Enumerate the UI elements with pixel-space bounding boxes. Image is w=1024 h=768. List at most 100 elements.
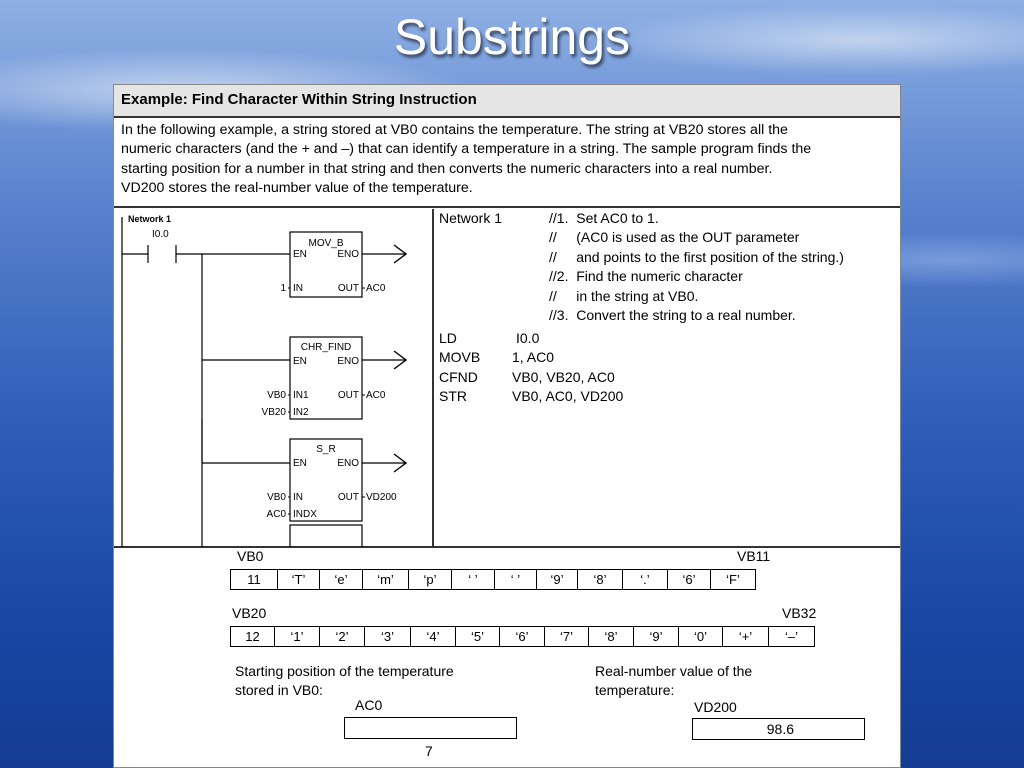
- string-cell: ‘–’: [784, 629, 798, 644]
- string-cell: ‘9’: [537, 570, 578, 589]
- string-cell: ‘T’: [278, 570, 320, 589]
- string-cell: ‘ ’: [452, 570, 495, 589]
- en-label: EN: [293, 458, 307, 469]
- stl-comment: // in the string at VB0.: [549, 287, 699, 304]
- in-label: IN: [293, 283, 303, 294]
- stl-opcode: LD: [439, 330, 457, 346]
- example-heading: Example: Find Character Within String In…: [114, 85, 900, 118]
- string-cell: ‘+’: [723, 627, 769, 646]
- string-cell: ‘p’: [409, 570, 452, 589]
- stl-comment: // and points to the first position of t…: [549, 248, 844, 265]
- stl-comment: //3. Convert the string to a real number…: [549, 307, 796, 323]
- out-label: OUT: [338, 283, 359, 294]
- box-name: MOV_B: [308, 238, 343, 249]
- result-right-caption: Real-number value of the: [595, 663, 753, 679]
- vd200-register-label: VD200: [694, 699, 737, 715]
- column-divider: [432, 209, 434, 548]
- result-left-caption: Starting position of the temperature: [235, 663, 454, 679]
- string-cell: ‘m’: [363, 570, 409, 589]
- contact-address: I0.0: [152, 229, 169, 240]
- stl-args: 1, AC0: [512, 349, 555, 366]
- vb0-label: VB0: [237, 548, 264, 564]
- string-vb0-cells: 11‘T’‘e’‘m’‘p’‘ ’‘ ’‘9’‘8’‘.’‘6’‘F’: [230, 569, 756, 590]
- out-value: AC0: [366, 283, 386, 294]
- in2-label: IN2: [293, 407, 309, 418]
- result-right-caption: temperature:: [595, 682, 675, 698]
- intro-line: In the following example, a string store…: [121, 122, 788, 138]
- divider: [114, 206, 900, 208]
- vb32-label: VB32: [782, 605, 817, 621]
- out-label: OUT: [338, 390, 359, 401]
- in-value: 1: [280, 283, 286, 294]
- ac0-register-label: AC0: [355, 697, 383, 713]
- intro-line: VD200 stores the real-number value of th…: [121, 179, 473, 196]
- eno-label: ENO: [337, 356, 359, 367]
- vb11-label: VB11: [737, 548, 771, 564]
- string-cell: ‘8’: [578, 570, 623, 589]
- in-label: IN: [293, 492, 303, 503]
- eno-label: ENO: [337, 249, 359, 260]
- string-cell: 12: [231, 627, 275, 646]
- stl-opcode: MOVB: [439, 349, 481, 366]
- stl-opcode: STR: [439, 388, 467, 405]
- string-vb20-cells: 12‘1’‘2’‘3’‘4’‘5’‘6’‘7’‘8’‘9’‘0’‘+’‘–’: [230, 626, 815, 647]
- en-label: EN: [293, 356, 307, 367]
- out-label: OUT: [338, 492, 359, 503]
- string-cell: ‘e’: [320, 570, 363, 589]
- string-cell: ‘ ’: [495, 570, 537, 589]
- out-value: VD200: [366, 492, 397, 503]
- intro-line: numeric characters (and the + and –) tha…: [121, 141, 812, 158]
- intro-paragraph: In the following example, a string store…: [121, 121, 893, 198]
- stl-network-label: Network 1: [439, 210, 503, 226]
- mov-b-box: MOV_B EN ENO IN OUT 1 AC0: [280, 231, 408, 298]
- indx-label: INDX: [293, 509, 317, 520]
- s-r-box: [289, 524, 363, 547]
- string-cell: ‘6’: [668, 570, 711, 589]
- stl-opcode: CFND: [439, 368, 478, 385]
- vb20-label: VB20: [232, 605, 267, 621]
- in-value: VB0: [267, 492, 286, 503]
- string-cell: ‘4’: [411, 627, 456, 646]
- indx-value: AC0: [267, 509, 287, 520]
- stl-args: I0.0: [516, 330, 540, 346]
- stl-comment: //1. Set AC0 to 1.: [549, 210, 659, 226]
- divider: [114, 546, 900, 548]
- box-name: CHR_FIND: [301, 342, 352, 353]
- slide-title: Substrings: [393, 9, 631, 65]
- ac0-result-value: 7: [425, 743, 433, 759]
- intro-line: starting position for a number in that s…: [121, 160, 773, 177]
- en-label: EN: [293, 249, 307, 260]
- string-cell: ‘2’: [320, 627, 365, 646]
- eno-label: ENO: [337, 458, 359, 469]
- box-name: S_R: [316, 444, 335, 455]
- chr-find-box: CHR_FIND EN ENO IN1 OUT IN2 VB0 VB20 AC0: [262, 336, 408, 420]
- string-cell: ‘9’: [634, 627, 679, 646]
- result-left-caption: stored in VB0:: [235, 682, 323, 698]
- string-cell: ‘8’: [589, 627, 634, 646]
- out-value: AC0: [366, 390, 386, 401]
- stl-args: VB0, AC0, VD200: [512, 388, 624, 405]
- ladder-diagram-lower: S_R EN ENO IN OUT INDX VB0 AC0 VD200: [201, 419, 408, 522]
- vd200-result-value: 98.6: [766, 721, 794, 737]
- in1-label: IN1: [293, 390, 309, 401]
- string-cell: 11: [231, 570, 278, 589]
- string-cell: ‘.’: [623, 570, 668, 589]
- string-cell: ‘3’: [365, 627, 411, 646]
- in2-value: VB20: [262, 407, 287, 418]
- ladder-network-label: Network 1: [128, 214, 171, 224]
- string-cell: ‘0’: [679, 627, 723, 646]
- string-cell: ‘6’: [500, 627, 545, 646]
- stl-args: VB0, VB20, AC0: [512, 368, 615, 385]
- stl-comment: // (AC0 is used as the OUT parameter: [549, 229, 800, 246]
- string-cell: ‘7’: [545, 627, 589, 646]
- vd200-result-box: 98.6: [692, 718, 865, 740]
- ac0-result-box: [344, 717, 517, 739]
- string-cell: ‘5’: [456, 627, 500, 646]
- in1-value: VB0: [267, 390, 286, 401]
- s-r-box-content: S_R EN ENO IN OUT INDX VB0 AC0 VD200: [201, 419, 408, 522]
- contact-symbol: [122, 245, 290, 263]
- ladder-diagram: Network 1 I0.0 MOV_B EN ENO IN OUT 1 AC0: [121, 214, 408, 547]
- document-panel: Example: Find Character Within String In…: [113, 84, 901, 768]
- string-cell: ‘F’: [726, 572, 740, 587]
- stl-comment: //2. Find the numeric character: [549, 268, 743, 285]
